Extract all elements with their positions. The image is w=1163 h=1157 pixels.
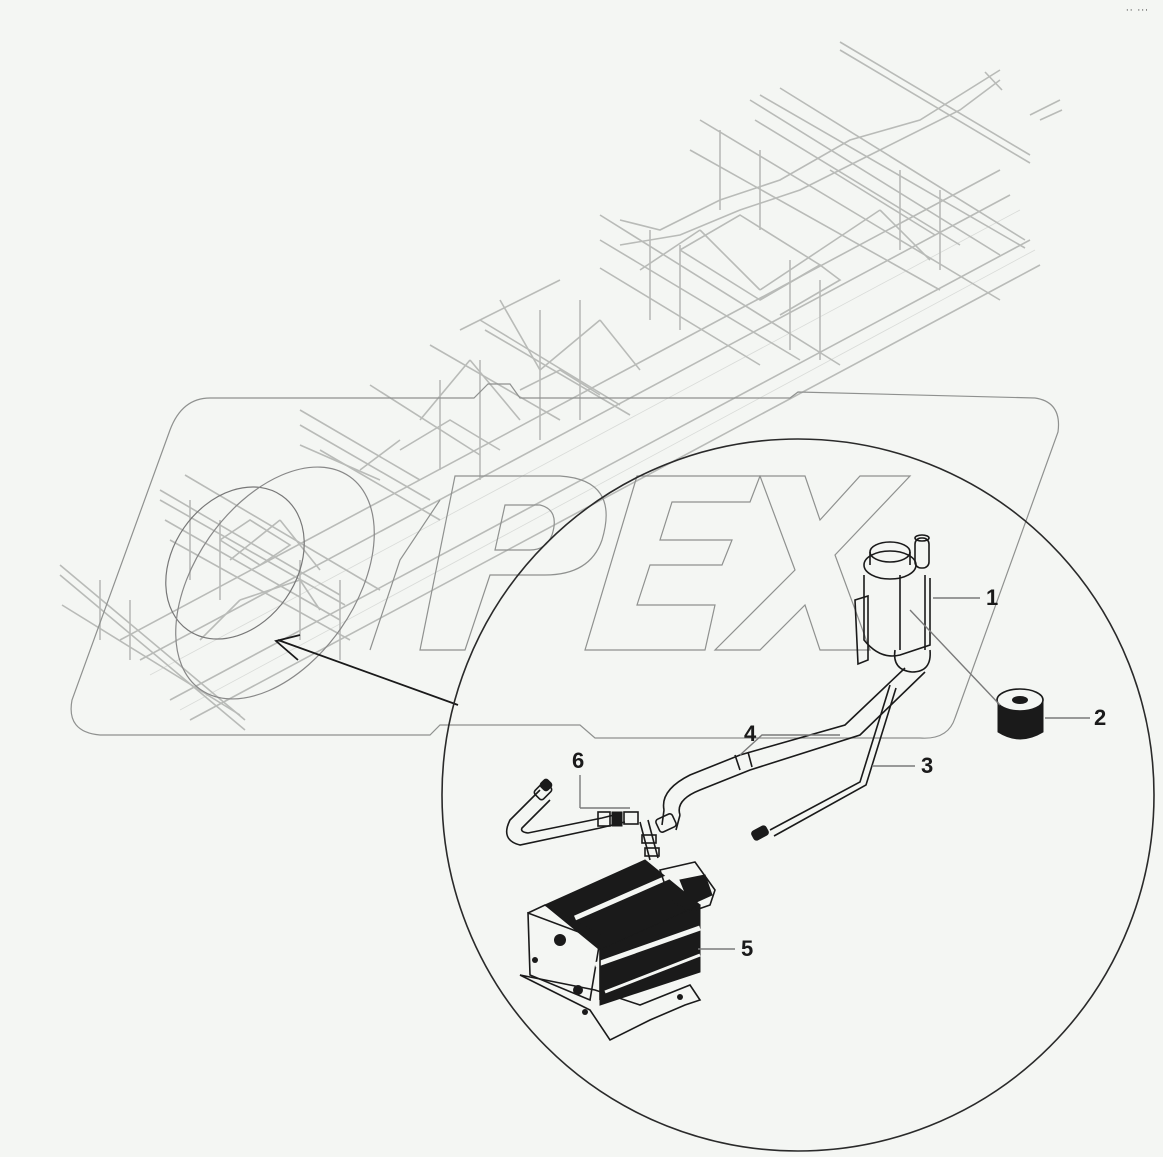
corner-mark: ·· ··· — [1125, 6, 1149, 16]
callout-4: 4 — [744, 721, 757, 746]
watermark-pex — [70, 383, 1060, 739]
leader-lines — [579, 597, 1090, 950]
callout-5: 5 — [741, 936, 754, 961]
part-6-pressure-hose — [505, 778, 660, 861]
callout-2: 2 — [1094, 705, 1107, 730]
callout-1: 1 — [986, 585, 999, 610]
detail-locator — [165, 466, 459, 706]
callout-6: 6 — [572, 748, 585, 773]
part-2-filter — [996, 688, 1044, 740]
detail-circle — [441, 438, 1155, 1152]
part-4-suction-hose — [655, 667, 926, 833]
callout-3: 3 — [921, 753, 934, 778]
part-3-return-line — [751, 684, 897, 841]
part-5-pump-motor — [519, 859, 716, 1042]
part-1-reservoir — [854, 534, 931, 673]
chassis-frame — [59, 41, 1063, 731]
